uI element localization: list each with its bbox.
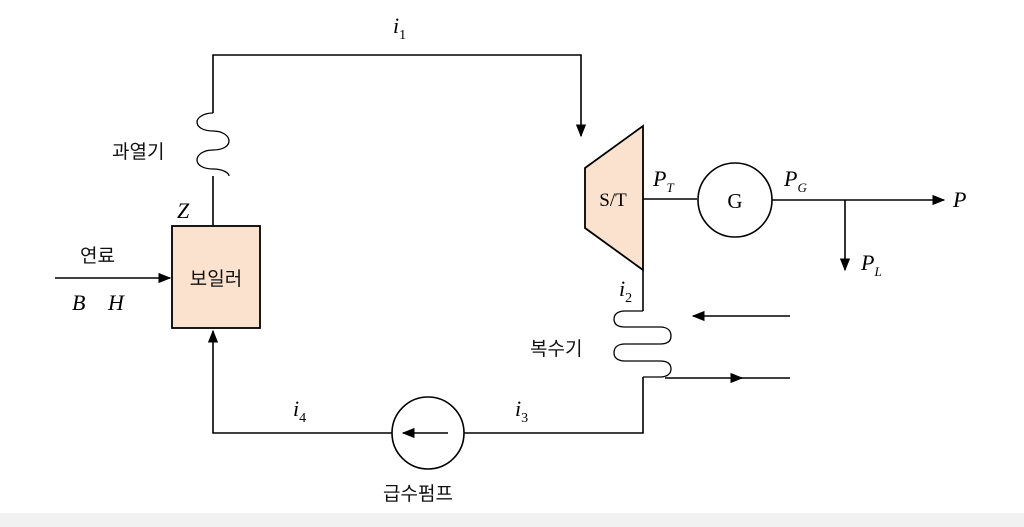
feed-pump-label: 급수펌프 xyxy=(383,483,453,505)
pg-label: PG xyxy=(783,166,807,195)
feedwater-line-to-boiler xyxy=(207,329,393,434)
turbine-label: S/T xyxy=(599,190,627,211)
boiler-label: 보일러 xyxy=(190,268,242,290)
i2-label: i2 xyxy=(619,276,632,306)
fuel-label: 연료 xyxy=(80,245,115,267)
steam-line-top xyxy=(212,54,587,138)
condenser-coil xyxy=(613,310,672,378)
fuel-h-label: H xyxy=(107,290,125,315)
fuel-b-label: B xyxy=(72,290,85,315)
pl-label: PL xyxy=(860,250,882,279)
superheater-label: 과열기 xyxy=(112,141,164,163)
z-label: Z xyxy=(177,198,190,223)
i4-label: i4 xyxy=(293,396,306,426)
condensate-line xyxy=(464,377,644,434)
pt-label: PT xyxy=(652,166,674,195)
condenser-label: 복수기 xyxy=(530,338,582,360)
p-label: P xyxy=(952,187,966,212)
i3-label: i3 xyxy=(515,396,528,426)
superheater-coil xyxy=(196,112,230,177)
boiler-box xyxy=(171,225,261,329)
i1-label: i1 xyxy=(393,13,406,43)
bottom-band xyxy=(0,513,1024,527)
generator-label: G xyxy=(727,189,742,213)
